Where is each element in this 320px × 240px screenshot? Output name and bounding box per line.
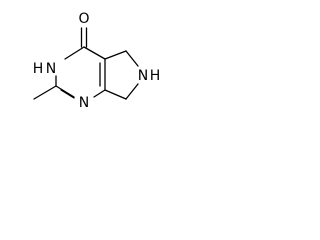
bond-c4-n3 [64, 46, 85, 60]
bond-c7-c7a [104, 89, 127, 100]
atom-labels: O H N N N H [33, 11, 161, 111]
molecule-structure: O H N N N H [33, 11, 161, 111]
atom-n1-label: N [79, 95, 89, 111]
bond-c2-n1-a [55, 85, 75, 98]
bond-c4a-c5 [104, 50, 127, 60]
bond-c2-methyl [33, 85, 57, 100]
bond-c2-n1-b [60, 89, 75, 99]
atom-h-nh3-label: H [33, 61, 44, 77]
bonds [33, 27, 139, 100]
bond-n1-c7a [93, 89, 106, 98]
atom-o-label: O [78, 11, 89, 27]
bond-c4-c4a [83, 46, 106, 60]
atom-h-nh6-label: H [150, 68, 161, 84]
atom-n6-label: N [138, 68, 148, 84]
bond-c5-n6 [125, 50, 139, 67]
bond-n6-c7 [125, 83, 139, 100]
atom-n3-label: N [46, 61, 56, 77]
